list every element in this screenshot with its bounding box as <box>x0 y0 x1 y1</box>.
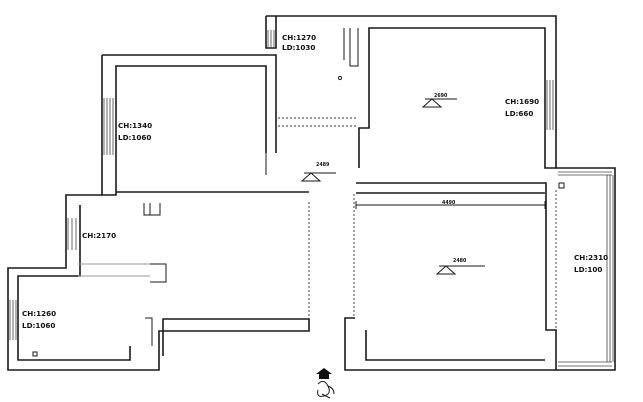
room-ld-label: LD:660 <box>505 109 533 118</box>
room-label-left-mid: CH:2170 <box>82 231 116 240</box>
elevation-main-label: 2480 <box>453 258 467 264</box>
room-label-top-right: CH:1690 LD:660 <box>505 97 539 118</box>
elevation-hall-label: 2489 <box>316 162 330 168</box>
room-ch-label: CH:1690 <box>505 97 539 106</box>
window-left-lower <box>9 300 17 340</box>
room-ld-label: LD:1060 <box>118 133 151 142</box>
room-label-left-lower: CH:1260 LD:1060 <box>22 309 56 330</box>
room-ld-label: LD:1030 <box>282 43 315 52</box>
outlet-marker <box>337 75 343 81</box>
room-ch-label: CH:1340 <box>118 121 152 130</box>
elevation-main: 2480 <box>435 258 485 275</box>
room-ld-label: LD:1060 <box>22 321 55 330</box>
windows <box>9 30 614 367</box>
room-label-left-upper: CH:1340 LD:1060 <box>118 121 152 142</box>
interior-walls <box>143 28 359 346</box>
openings <box>78 117 557 330</box>
window-top-right <box>546 80 554 130</box>
room-ld-label: LD:100 <box>574 265 602 274</box>
elevation-hall: 2489 <box>300 162 336 182</box>
window-left-upper <box>103 98 114 155</box>
room-label-top-small: CH:1270 LD:1030 <box>282 33 316 52</box>
pipe-marker <box>558 182 565 189</box>
room-ch-label: CH:2170 <box>82 231 116 240</box>
room-ch-label: CH:2310 <box>574 253 608 262</box>
elevation-top-right: 2690 <box>421 93 457 108</box>
elevation-top-right-label: 2690 <box>434 93 448 99</box>
room-ch-label: CH:1270 <box>282 33 316 42</box>
window-left-mid <box>67 218 77 250</box>
drain-marker <box>32 351 38 357</box>
dimension-line: 4490 <box>355 200 546 209</box>
window-balcony <box>558 171 614 367</box>
north-arrow-icon <box>316 368 332 379</box>
signature-mark-icon <box>317 380 335 399</box>
room-label-balcony: CH:2310 LD:100 <box>574 253 608 274</box>
dimension-label: 4490 <box>442 200 456 206</box>
window-top-small <box>267 30 275 48</box>
room-ch-label: CH:1260 <box>22 309 56 318</box>
exterior-walls <box>7 15 616 371</box>
